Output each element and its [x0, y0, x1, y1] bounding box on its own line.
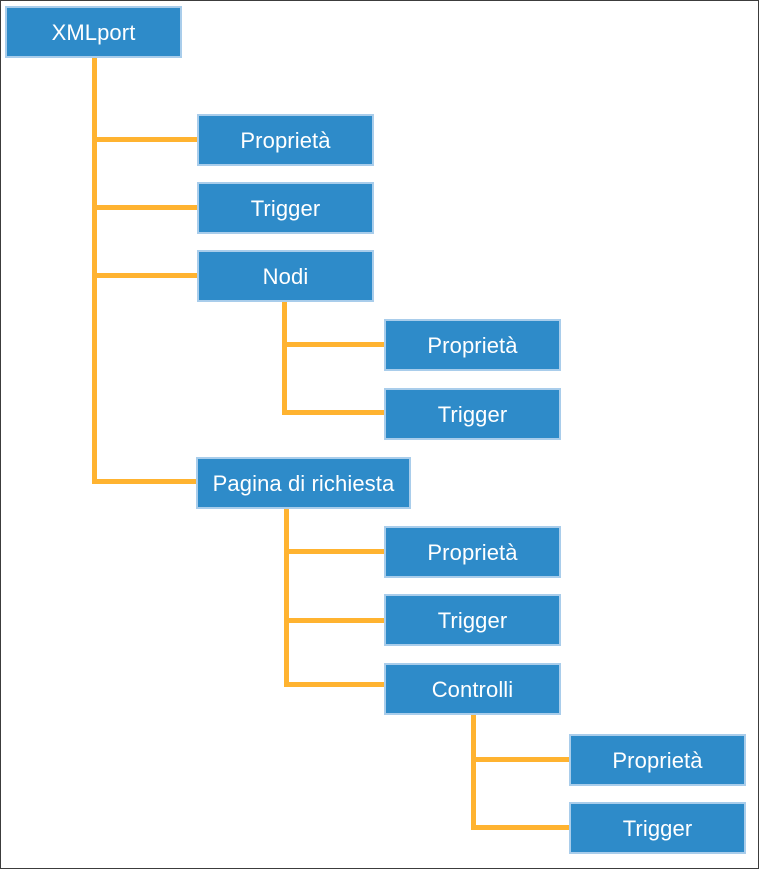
- connector-branch-nodi: [92, 273, 199, 278]
- connector-branch-trig-nodi: [282, 410, 386, 415]
- connector-branch-trig-1: [92, 205, 199, 210]
- connector-branch-prop-pag: [284, 549, 386, 554]
- node-label-trig-pag: Trigger: [437, 608, 508, 633]
- node-label-prop-1: Proprietà: [240, 128, 331, 153]
- connector-branch-prop-1: [92, 137, 199, 142]
- node-trig-ctrl[interactable]: Trigger: [569, 802, 746, 854]
- node-controlli[interactable]: Controlli: [384, 663, 561, 715]
- node-label-xmlport: XMLport: [51, 20, 136, 45]
- node-prop-ctrl[interactable]: Proprietà: [569, 734, 746, 786]
- node-prop-nodi[interactable]: Proprietà: [384, 319, 561, 371]
- node-prop-1[interactable]: Proprietà: [197, 114, 374, 166]
- connector-branch-trig-pag: [284, 618, 386, 623]
- connector-trunk-pagina: [284, 509, 289, 687]
- node-xmlport[interactable]: XMLport: [5, 6, 182, 58]
- node-label-pagina: Pagina di richiesta: [212, 471, 395, 496]
- connector-trunk-controlli: [471, 715, 476, 828]
- node-label-trig-nodi: Trigger: [437, 402, 508, 427]
- node-label-prop-ctrl: Proprietà: [612, 748, 703, 773]
- node-label-prop-pag: Proprietà: [427, 540, 518, 565]
- connector-branch-prop-nodi: [282, 342, 386, 347]
- node-pagina[interactable]: Pagina di richiesta: [196, 457, 411, 509]
- node-trig-nodi[interactable]: Trigger: [384, 388, 561, 440]
- node-trig-1[interactable]: Trigger: [197, 182, 374, 234]
- connector-branch-prop-ctrl: [471, 757, 571, 762]
- node-trig-pag[interactable]: Trigger: [384, 594, 561, 646]
- connector-trunk-xmlport: [92, 58, 97, 484]
- node-label-trig-1: Trigger: [250, 196, 321, 221]
- node-label-prop-nodi: Proprietà: [427, 333, 518, 358]
- node-nodi[interactable]: Nodi: [197, 250, 374, 302]
- connector-trunk-nodi: [282, 302, 287, 415]
- node-label-controlli: Controlli: [431, 677, 514, 702]
- node-prop-pag[interactable]: Proprietà: [384, 526, 561, 578]
- connector-branch-trig-ctrl: [471, 825, 571, 830]
- connector-branch-controlli: [284, 682, 386, 687]
- node-label-trig-ctrl: Trigger: [622, 816, 693, 841]
- connector-branch-pagina: [92, 479, 199, 484]
- node-label-nodi: Nodi: [262, 264, 309, 289]
